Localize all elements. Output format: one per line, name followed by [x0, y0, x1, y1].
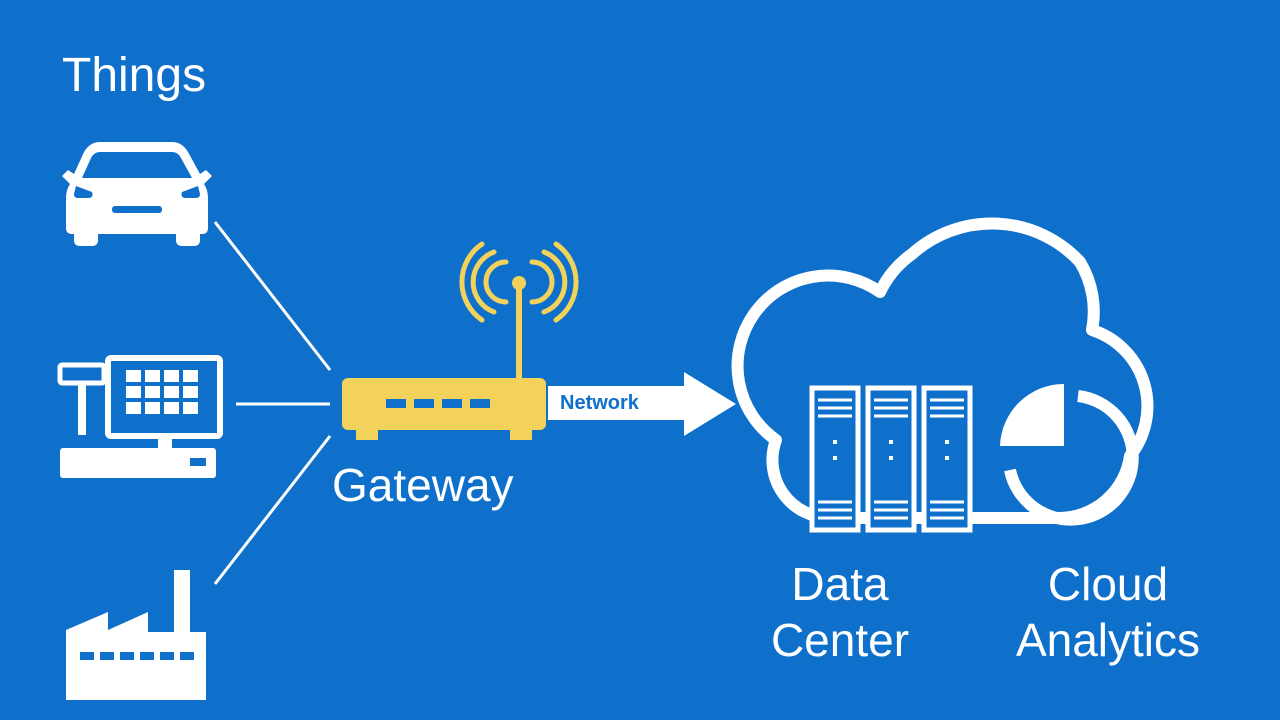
cloud-icon [731, 217, 1154, 525]
server-rack-icon [809, 385, 973, 533]
data-center-label-line1: Data [791, 558, 889, 610]
things-title: Things [62, 49, 207, 102]
cash-register-icon [57, 355, 223, 478]
connector-lines [213, 221, 332, 585]
wifi-signal-icon [459, 241, 579, 323]
cloud-analytics-label-line1: Cloud [1047, 558, 1169, 610]
network-arrow [548, 372, 736, 436]
router-icon [342, 378, 546, 440]
cloud-analytics-label-line2: Analytics [1015, 614, 1201, 666]
connector-factory-gateway [213, 435, 332, 585]
car-icon [62, 142, 212, 246]
antenna-tip [512, 276, 526, 290]
data-center-label: Data Center [754, 556, 926, 668]
factory-icon [66, 570, 206, 700]
antenna [516, 284, 522, 380]
cloud-analytics-label: Cloud Analytics [990, 556, 1226, 668]
gateway-label: Gateway [332, 459, 514, 511]
connector-car-gateway [213, 221, 332, 371]
data-center-label-line2: Center [770, 614, 910, 666]
network-label: Network [560, 392, 639, 414]
pie-chart-icon [1000, 384, 1139, 526]
